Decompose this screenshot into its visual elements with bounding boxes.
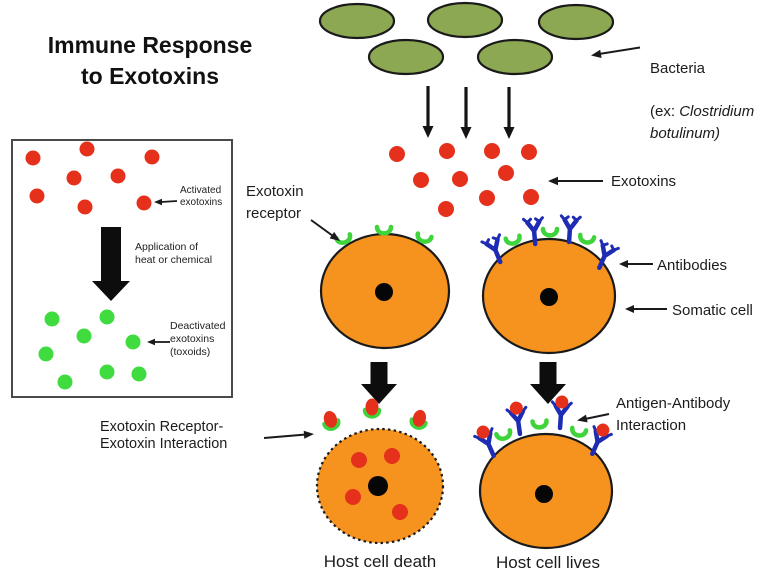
bacterium — [476, 38, 554, 76]
bacteria-species: Clostridium botulinum) — [650, 103, 755, 142]
exotoxin-receptor-pointer-arrow — [310, 219, 340, 241]
bacteria-label: Bacteria (ex: Clostridium botulinum) — [650, 36, 754, 167]
host-cell-lives-label: Host cell lives — [496, 553, 600, 572]
antigen-antibody-complex — [584, 423, 615, 457]
somatic-cell-label: Somatic cell — [672, 302, 753, 319]
bacterium — [367, 38, 445, 76]
cell-nucleus — [368, 476, 388, 496]
exotoxin-dot — [351, 452, 367, 468]
host-cell-death-figure — [315, 398, 445, 545]
exotoxin-dot — [479, 190, 495, 206]
free-exotoxins — [389, 143, 539, 217]
exotoxins-label: Exotoxins — [611, 173, 677, 190]
cell-nucleus — [375, 283, 393, 301]
exotoxin-dot — [452, 171, 468, 187]
progression-arrow-left — [361, 362, 397, 404]
host-cell-lives-figure — [472, 395, 615, 550]
exotoxin-receptor-icon — [496, 430, 511, 440]
left-somatic-cell — [319, 227, 451, 350]
antigen-antibody-pointer-arrow — [577, 413, 610, 423]
toxoid-inset-box — [11, 139, 233, 398]
exotoxin-dot — [413, 172, 429, 188]
somatic-cell-pointer-arrow — [625, 305, 667, 313]
exotoxin-dot — [389, 146, 405, 162]
receptor-interaction-label: Exotoxin Receptor- Exotoxin Interaction — [100, 419, 228, 453]
antibodies-pointer-arrow — [619, 260, 653, 268]
toxoid-dot — [57, 374, 73, 390]
right-somatic-cell — [482, 216, 618, 355]
exotoxin-dot — [439, 143, 455, 159]
exotoxin-receptor-icon — [533, 421, 547, 428]
activated-exotoxin-dot — [79, 141, 95, 157]
toxoid-dot — [99, 309, 115, 325]
activated-exotoxin-dot — [144, 149, 160, 165]
progression-arrow-right — [530, 362, 566, 404]
toxoid-dot — [76, 328, 92, 344]
activated-exotoxin-dot — [77, 199, 93, 215]
antigen-antibody-label: Antigen-Antibody Interaction — [616, 395, 731, 434]
activated-exotoxins-label: Activated exotoxins — [180, 185, 223, 209]
inset-annotation-arrows — [147, 198, 178, 346]
activated-pointer-arrow — [154, 198, 178, 206]
exotoxin-receptor-icon — [416, 234, 431, 244]
exotoxin-receptor-icon — [571, 428, 586, 437]
cell-nucleus — [535, 485, 553, 503]
antigen-antibody-complex — [472, 425, 503, 459]
exotoxin-dot — [384, 448, 400, 464]
release-arrows — [422, 86, 515, 139]
activated-exotoxin-dot — [110, 168, 126, 184]
exotoxins-pointer-arrow — [548, 176, 603, 186]
internal-exotoxins — [345, 448, 408, 520]
exotoxin-receptor-icon — [377, 227, 391, 233]
exotoxin-dot — [345, 489, 361, 505]
exotoxin-receptor-icon — [579, 235, 594, 244]
exotoxin-dot — [438, 201, 454, 217]
deactivated-pointer-arrow — [147, 338, 170, 346]
exotoxin-dot — [392, 504, 408, 520]
bacteria-label-example: (ex: Clostridium botulinum) — [650, 103, 755, 142]
exotoxin-dot — [498, 165, 514, 181]
exotoxin-dot — [484, 143, 500, 159]
bacterium — [537, 3, 615, 41]
exotoxin-receptor-icon — [506, 236, 521, 245]
deactivated-exotoxins-label: Deactivated exotoxins (toxoids) — [170, 320, 226, 358]
activated-exotoxin-dot — [29, 188, 45, 204]
toxoid-dots — [38, 309, 147, 390]
activated-exotoxin-dot — [136, 195, 152, 211]
application-label: Application of heat or chemical — [135, 241, 213, 266]
interaction-pointer-arrow — [263, 430, 314, 439]
exotoxin-receptor-icon — [543, 229, 557, 235]
bacteria-pointer-arrow — [591, 46, 641, 58]
bacteria-label-name: Bacteria — [650, 59, 706, 77]
exotoxin-receptor-label: Exotoxin receptor — [246, 183, 304, 222]
bacterium — [426, 1, 504, 39]
activated-exotoxin-dot — [66, 170, 82, 186]
toxoid-dot — [125, 334, 141, 350]
exotoxin-dot — [521, 144, 537, 160]
toxoid-dot — [38, 346, 54, 362]
bacteria-cluster — [318, 1, 615, 76]
heat-chemical-arrow — [92, 227, 130, 301]
annotation-arrows — [263, 46, 667, 439]
activated-exotoxin-dot — [25, 150, 41, 166]
exotoxin-dot — [523, 189, 539, 205]
toxoid-dot — [99, 364, 115, 380]
antigen-antibody-complex — [506, 401, 529, 435]
page-title: Immune Response to Exotoxins — [47, 32, 253, 90]
toxoid-dot — [44, 311, 60, 327]
toxoid-dot — [131, 366, 147, 382]
antibodies-label: Antibodies — [657, 257, 728, 274]
receptor-exotoxin-complex — [365, 398, 379, 417]
cell-nucleus — [540, 288, 558, 306]
host-cell-death-label: Host cell death — [323, 552, 437, 571]
receptor-exotoxin-complex — [410, 409, 428, 429]
bacterium — [318, 2, 396, 40]
antigen-antibody-complex — [551, 395, 572, 429]
activated-exotoxin-dots — [25, 141, 160, 215]
antibody-icon — [560, 216, 581, 243]
receptor-exotoxin-complex — [321, 410, 339, 430]
